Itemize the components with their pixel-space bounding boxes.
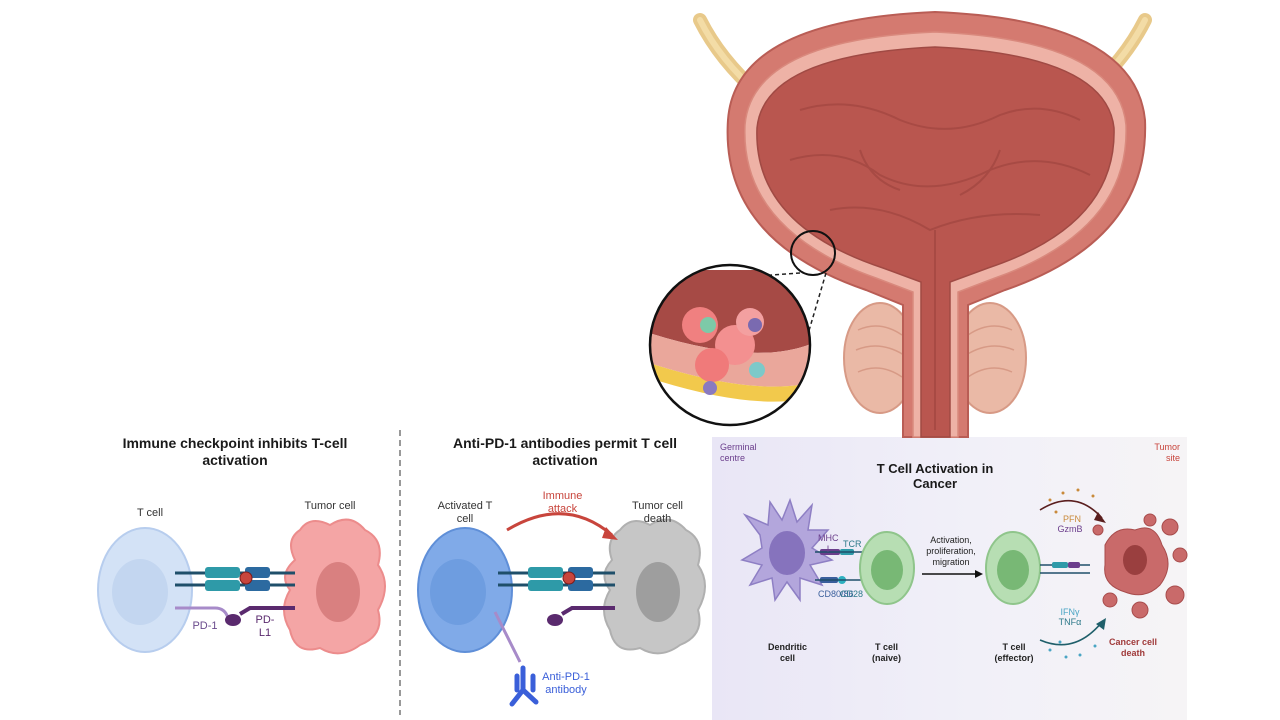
germinal-centre-label: Germinal centre (720, 442, 757, 463)
antibody-icon (509, 665, 539, 707)
checkpoint-title: Immune checkpoint inhibits T-cell activa… (122, 435, 348, 468)
effector-t-cell-label: T cell (effector) (994, 642, 1034, 663)
checkpoint-panel (97, 518, 386, 655)
gzmb-label: GzmB (1057, 524, 1083, 534)
activation-diagram (740, 488, 1188, 659)
bladder-illustration (648, 10, 1152, 438)
pdl1-ligand (238, 606, 295, 616)
cd80-label: CD80/86 (818, 589, 854, 599)
antibody-label: Anti-PD-1 antibody (542, 671, 590, 696)
activation-label: Activation, proliferation, migration (926, 535, 976, 567)
activated-t-cell-label: Activated T cell (437, 500, 493, 525)
zoom-origin-circle (790, 230, 836, 276)
immune-attack-arrow (506, 512, 613, 537)
ifn-label: IFNγ (1060, 607, 1080, 617)
tumor-site-label: Tumor site (1154, 442, 1180, 463)
zoomed-tumor-inset (648, 263, 812, 427)
naive-t-cell-label: T cell (naive) (871, 642, 901, 663)
t-cell-label: T cell (136, 507, 164, 519)
antibody-title: Anti-PD-1 antibodies permit T cell activ… (452, 435, 678, 468)
pd1-label: PD-1 (192, 620, 218, 632)
tcr-label: TCR (843, 539, 862, 549)
tnf-label: TNFα (1058, 617, 1082, 627)
dendritic-cell-label: Dendritic cell (767, 642, 807, 663)
pdl1-label: PD-L1 (255, 614, 275, 639)
mhc-label: MHC I (818, 533, 839, 554)
cancer-death-label: Cancer cell death (1108, 637, 1158, 658)
cd28-label: CD28 (840, 589, 864, 599)
antibody-panel (417, 512, 706, 707)
immune-attack-label: Immune attack (542, 490, 583, 515)
tumor-death-label: Tumor cell death (632, 500, 683, 525)
tumor-cell-label: Tumor cell (304, 500, 356, 512)
activation-title: T Cell Activation in Cancer (876, 461, 994, 491)
pfn-label: PFN (1063, 514, 1081, 524)
